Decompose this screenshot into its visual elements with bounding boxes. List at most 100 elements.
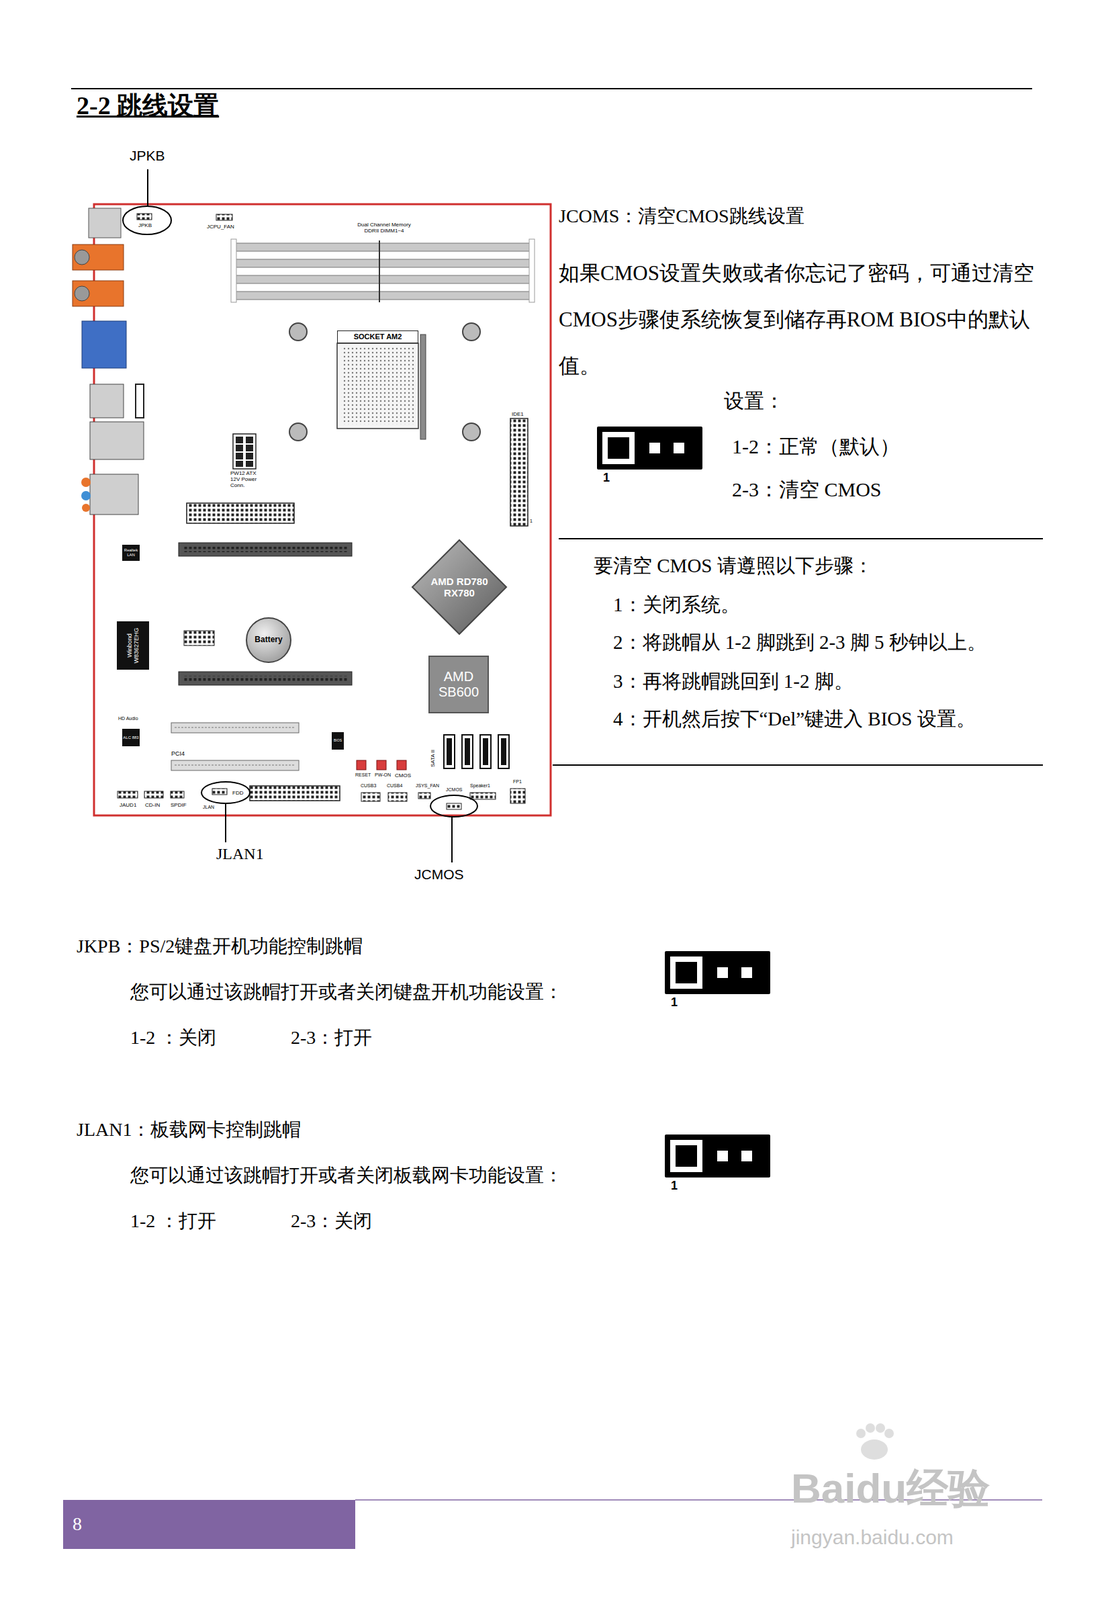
pin-headers-part xyxy=(216,214,233,221)
text-label: Speaker1 xyxy=(470,783,491,789)
callout-rings xyxy=(122,206,478,817)
chip-box: 8 xyxy=(63,1499,356,1549)
jumper-icon-part xyxy=(607,437,630,459)
onboard-buttons-part xyxy=(396,760,407,770)
pin-headers-part xyxy=(170,791,184,798)
memory-slots xyxy=(231,239,535,303)
jumper-icon-part xyxy=(675,1144,698,1167)
back-panel-part xyxy=(135,384,144,418)
memory-slots-part xyxy=(529,239,535,303)
chip-label: BIOS xyxy=(333,738,342,743)
pin-headers-part xyxy=(184,630,215,646)
sata-ports-part xyxy=(498,734,510,769)
jumper-icon xyxy=(664,950,771,994)
page-rules-part xyxy=(552,764,1043,766)
pin-headers-part xyxy=(388,792,407,802)
jumper-icon-part xyxy=(602,431,635,465)
text-label: JAUD1 xyxy=(119,801,137,808)
expansion-slots-part xyxy=(182,675,348,681)
leader-lines xyxy=(147,169,452,863)
pin-headers-part xyxy=(235,460,244,467)
sata-ports-part xyxy=(447,738,452,765)
text-label: 如果CMOS设置失败或者你忘记了密码，可通过清空 CMOS步骤使系统恢复到储存再… xyxy=(558,249,1037,389)
chip-label: ALC 883 xyxy=(122,735,139,741)
chip-label: AMD RD780 RX780 xyxy=(427,575,492,600)
text-label: CD-IN xyxy=(145,801,160,808)
callout-rings-part xyxy=(201,781,250,804)
text-label: 设置： xyxy=(723,389,785,413)
pin-headers-part xyxy=(361,792,381,802)
diamond-shape xyxy=(412,539,507,634)
memory-slots-part xyxy=(235,259,531,268)
pin-headers xyxy=(117,213,528,810)
back-panel-part xyxy=(74,249,90,265)
text-label: 要清空 CMOS 请遵照以下步骤： xyxy=(593,554,873,577)
onboard-buttons-part xyxy=(356,760,366,770)
motherboard-part xyxy=(94,204,551,816)
text-label: CMOS xyxy=(394,772,411,779)
text-label: JPKB xyxy=(129,147,166,164)
pin-headers-part xyxy=(249,785,340,801)
text-label: JLAN1 xyxy=(216,844,264,864)
cpu-socket-part xyxy=(420,334,426,440)
text-label: JSYS_FAN xyxy=(415,783,440,789)
text-label: 1 xyxy=(670,1178,678,1193)
motherboard xyxy=(72,204,551,817)
text-label: SATA II xyxy=(429,749,436,767)
text-label: 2：将跳帽从 1-2 脚跳到 2-3 脚 5 秒钟以上。 xyxy=(613,631,987,654)
text-label: 1-2 ：打开 xyxy=(130,1210,217,1232)
mount-holes xyxy=(289,323,481,441)
pin-headers-part xyxy=(144,791,164,798)
sata-ports-part xyxy=(465,738,470,765)
chip-box: AMD RD780 RX780 xyxy=(410,538,508,636)
back-panel-part xyxy=(89,474,139,515)
back-panel-part xyxy=(81,490,91,501)
back-panel-part xyxy=(72,244,124,270)
text-label: PW12 ATX 12V Power Conn. xyxy=(230,470,264,489)
sata-ports xyxy=(443,734,510,769)
memory-slots-part xyxy=(235,291,531,300)
text-label: JLAN xyxy=(202,804,215,810)
back-panel-part xyxy=(89,384,124,418)
sata-ports-part xyxy=(443,734,455,769)
memory-slots-part xyxy=(378,240,381,303)
mount-holes-part xyxy=(462,423,481,441)
chip-label: Winbond W83627EHG xyxy=(126,622,141,669)
text-label: JLAN1：板载网卡控制跳帽 xyxy=(76,1118,301,1141)
watermark-paw-part xyxy=(884,1428,894,1438)
pin-headers-part xyxy=(245,444,254,452)
mount-holes-part xyxy=(462,323,481,341)
jumper-icon-part xyxy=(670,1139,703,1172)
watermark-paw-part xyxy=(865,1422,876,1433)
chip-box: ALC 883 xyxy=(122,728,140,747)
jumper-icon-part xyxy=(717,1150,728,1162)
text-label: FP1 xyxy=(513,778,522,785)
pin-headers-part xyxy=(245,452,254,460)
cpu-socket-part xyxy=(337,343,419,429)
cpu-socket xyxy=(337,334,426,440)
pin-headers-part xyxy=(235,436,244,444)
chip-box: AMD SB600 xyxy=(428,655,489,714)
text-label: 您可以通过该跳帽打开或者关闭板载网卡功能设置： xyxy=(130,1164,563,1186)
pin-headers-part xyxy=(510,788,526,804)
text-label: JCOMS：清空CMOS跳线设置 xyxy=(558,205,805,227)
text-label: 1 xyxy=(670,995,678,1010)
pin-headers-part xyxy=(470,792,496,800)
chip-box: Realtek LAN xyxy=(122,544,140,561)
page-rules xyxy=(71,88,1043,1500)
sata-ports-part xyxy=(483,738,488,765)
expansion-slots-part xyxy=(171,760,299,771)
jumper-icon-part xyxy=(741,967,753,978)
mount-holes-part xyxy=(289,323,307,341)
onboard-buttons xyxy=(356,760,407,770)
text-label: RESET xyxy=(355,772,371,778)
text-label: 2-3：关闭 xyxy=(290,1210,373,1232)
jumper-icon-part xyxy=(664,1134,771,1178)
text-label: FDD xyxy=(232,789,244,796)
chip-box: BIOS xyxy=(331,731,344,750)
text-label: SPDIF xyxy=(170,801,187,808)
chip-label: Realtek LAN xyxy=(122,547,140,558)
text-label: 1：关闭系统。 xyxy=(613,593,741,616)
pin-headers-part xyxy=(235,444,244,452)
text-label: Dual Channel Memory DDRII DIMM1~4 xyxy=(353,221,416,234)
